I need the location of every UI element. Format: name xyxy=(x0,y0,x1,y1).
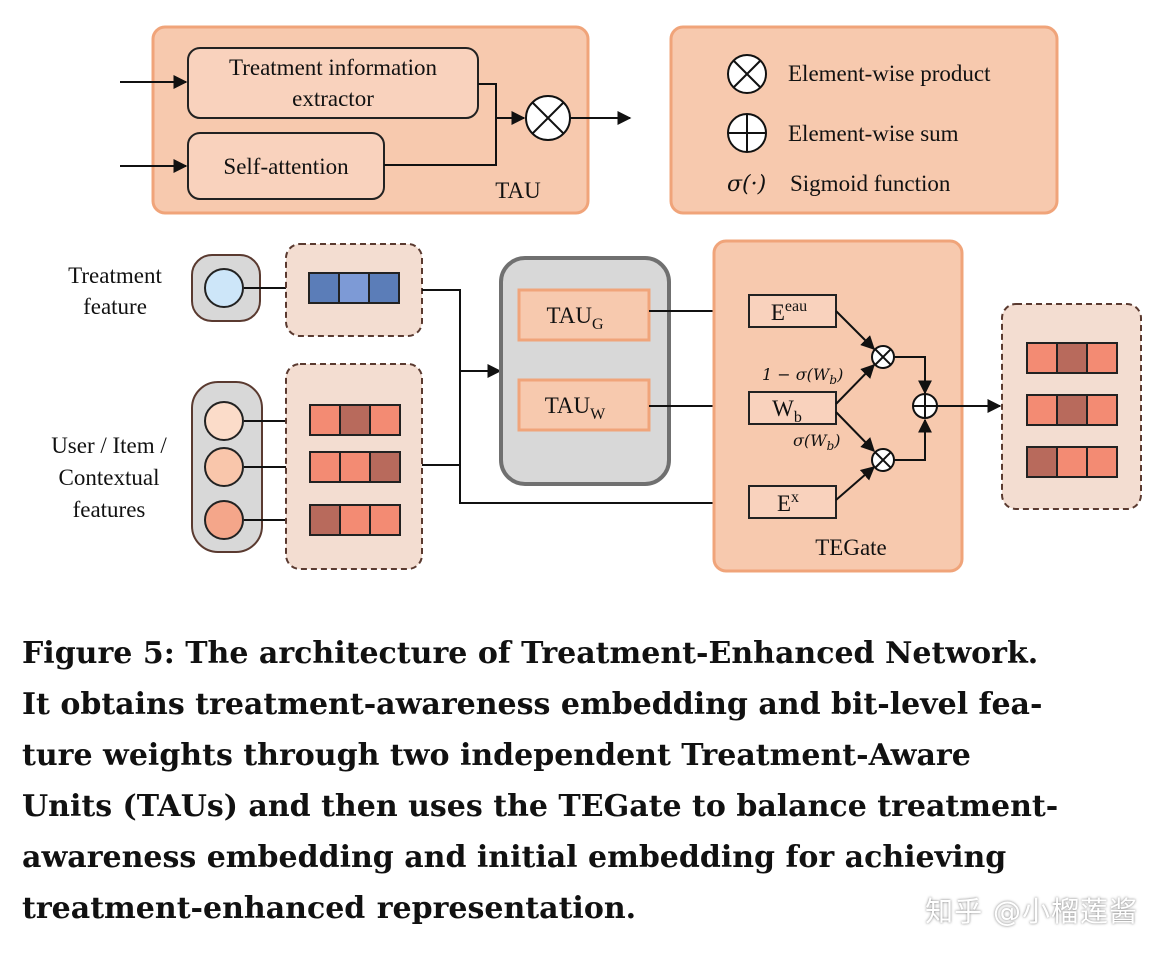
legend-sigmoid-label: Sigmoid function xyxy=(790,171,951,196)
legend-sigmoid-symbol: σ(·) xyxy=(727,172,766,197)
tau-w-label: TAUW xyxy=(545,393,606,423)
wb-to-lower-product-arrow xyxy=(835,411,875,453)
tegate-panel: TEGate Eeau Wb Ex 1 − σ(Wb) σ(Wb) xyxy=(712,239,964,573)
treatment-feature-label-line1: Treatment xyxy=(68,263,162,288)
e-eau-box xyxy=(748,294,837,328)
tau-merge-line xyxy=(384,83,497,166)
treatment-embedding-panel xyxy=(285,243,423,337)
e-eau-label: Eeau xyxy=(771,298,807,325)
tau-panel-title: TAU xyxy=(495,178,541,203)
figure-caption: Figure 5: The architecture of Treatment-… xyxy=(22,628,1146,934)
eeau-to-product-arrow xyxy=(835,310,875,350)
legend-product-label: Element-wise product xyxy=(788,61,991,86)
sum-legend-icon xyxy=(727,113,767,153)
product-operator-icon xyxy=(525,95,571,141)
caption-line-1: Figure 5: The architecture of Treatment-… xyxy=(22,636,1039,671)
ex-to-product-arrow xyxy=(835,466,876,501)
caption-line-4: Units (TAUs) and then uses the TEGate to… xyxy=(22,789,1059,824)
user-input-nodes xyxy=(191,381,263,553)
w-b-label: Wb xyxy=(772,396,802,426)
legend-sum-label: Element-wise sum xyxy=(788,121,959,146)
lower-product-to-sum-arrow xyxy=(894,418,932,461)
caption-line-5: awareness embedding and initial embeddin… xyxy=(22,840,1007,875)
legend-panel: Element-wise product Element-wise sum σ(… xyxy=(669,25,1059,215)
caption-line-3: ture weights through two independent Tre… xyxy=(22,738,971,773)
upper-product-to-sum-arrow xyxy=(894,356,932,395)
watermark: 知乎 @小榴莲酱 xyxy=(925,895,1138,928)
extractor-label-line2: extractor xyxy=(292,86,374,111)
upper-weight-label: 1 − σ(Wb) xyxy=(762,365,843,387)
self-attention-label: Self-attention xyxy=(223,154,349,179)
user-feature-label-line2: Contextual xyxy=(59,465,160,490)
wb-to-upper-product-arrow xyxy=(835,363,875,405)
w-b-box xyxy=(748,391,837,425)
sum-operator-icon xyxy=(912,393,938,419)
lower-weight-label: σ(Wb) xyxy=(793,431,841,453)
output-embedding-panel xyxy=(1001,303,1142,510)
architecture-diagram: Treatment information extractor Self-att… xyxy=(51,25,1142,573)
e-x-box xyxy=(748,485,837,519)
tegate-title: TEGate xyxy=(815,535,887,560)
tau-w-box xyxy=(517,378,651,432)
upper-product-icon xyxy=(871,345,895,369)
treatment-feature-label-line2: feature xyxy=(83,294,147,319)
lower-product-icon xyxy=(871,448,895,472)
ex-input-arrow xyxy=(459,465,748,510)
embedding-merge-line xyxy=(422,289,461,466)
tau-g-label: TAUG xyxy=(547,303,604,333)
user-feature-label-line3: features xyxy=(73,497,146,522)
caption-line-2: It obtains treatment-awareness embedding… xyxy=(22,687,1043,722)
user-embedding-panel xyxy=(285,363,423,570)
caption-line-6: treatment-enhanced representation. xyxy=(22,891,637,926)
product-legend-icon xyxy=(727,54,767,94)
treatment-input-node xyxy=(191,254,261,322)
tau-units-panel: TAUG TAUW xyxy=(499,256,671,486)
user-feature-label-line1: User / Item / xyxy=(51,433,167,458)
tau-g-box xyxy=(517,288,651,342)
tau-detail-panel: Treatment information extractor Self-att… xyxy=(120,25,632,215)
e-x-label: Ex xyxy=(777,489,799,516)
extractor-label-line1: Treatment information xyxy=(229,55,438,80)
